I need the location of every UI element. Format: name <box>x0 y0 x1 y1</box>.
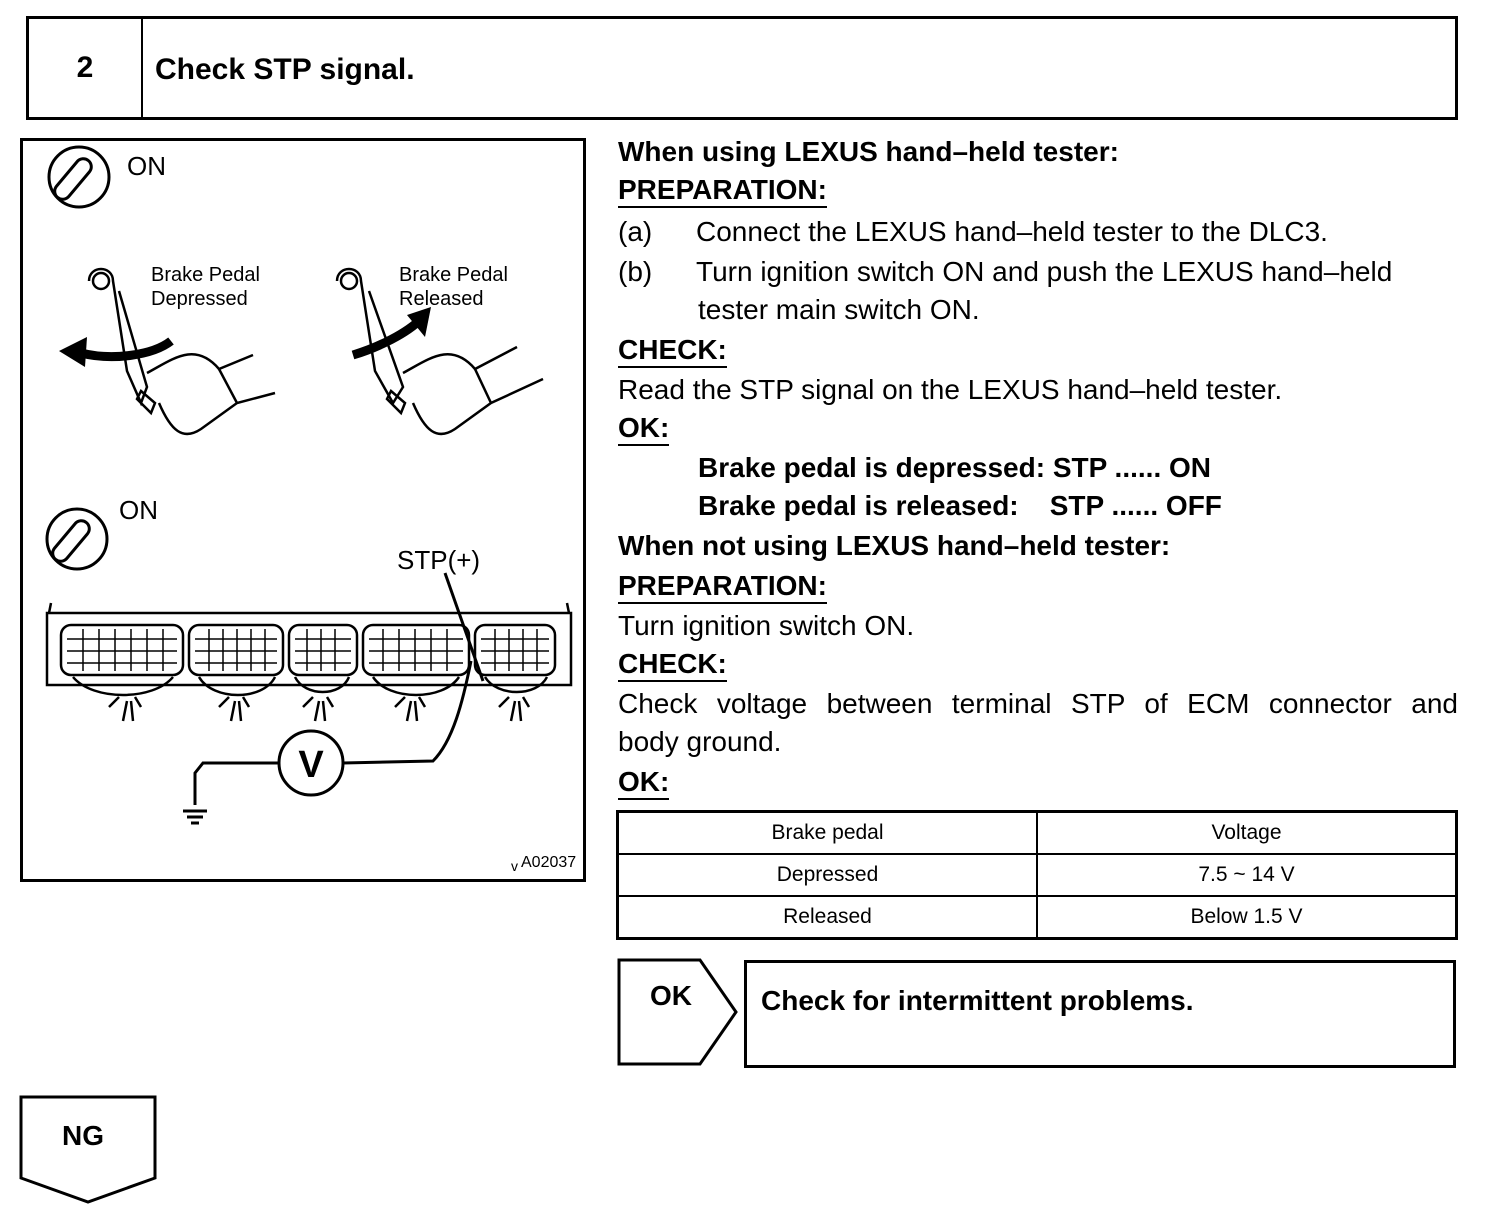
pedal-released-label-1: Brake Pedal <box>399 264 508 286</box>
step-b-label: (b) <box>618 256 653 287</box>
voltage-spec-table: Brake pedal Voltage Depressed 7.5 ~ 14 V… <box>616 810 1458 940</box>
tester-heading: When using LEXUS hand–held tester: <box>618 136 1119 167</box>
table-cell: Depressed <box>616 853 1038 897</box>
switch-on-label: ON <box>119 495 158 525</box>
ok-result-text: Check for intermittent problems. <box>761 985 1194 1016</box>
stp-terminal-label: STP(+) <box>397 545 480 575</box>
table-cell: 7.5 ~ 14 V <box>1036 853 1458 897</box>
check-heading: CHECK: <box>618 334 727 368</box>
ok-result-box: Check for intermittent problems. <box>744 960 1456 1068</box>
figure-code: A02037 <box>521 854 576 871</box>
pedal-depressed-label-1: Brake Pedal <box>151 264 260 286</box>
step-b-text-2: tester main switch ON. <box>698 294 980 325</box>
ignition-switch-icon <box>45 507 109 571</box>
pedal-released-label-2: Released <box>399 288 484 310</box>
no-tester-heading: When not using LEXUS hand–held tester: <box>618 530 1171 561</box>
table-header-cell: Brake pedal <box>616 810 1038 855</box>
step-a-label: (a) <box>618 216 653 247</box>
step-b: (b) Turn ignition switch ON and push the … <box>618 256 1392 288</box>
preparation-heading: PREPARATION: <box>618 174 827 208</box>
table-row: Depressed 7.5 ~ 14 V <box>616 853 1458 897</box>
table-row: Released Below 1.5 V <box>616 895 1458 940</box>
check-text: body ground. <box>618 726 782 757</box>
check-text: Check voltage between terminal STP of EC… <box>618 688 1458 719</box>
illustration-figure: ON Brake Pedal Depressed <box>20 138 586 882</box>
table-cell: Below 1.5 V <box>1036 895 1458 940</box>
ok-spec-line: Brake pedal is released: STP ...... OFF <box>698 490 1222 521</box>
step-number: 2 <box>29 19 143 117</box>
voltmeter-icon: V <box>277 729 345 797</box>
released-arrow-icon <box>351 307 431 360</box>
ok-heading: OK: <box>618 412 670 446</box>
pedal-depressed-label-2: Depressed <box>151 288 248 310</box>
table-header-cell: Voltage <box>1036 810 1458 855</box>
step-a-text: Connect the LEXUS hand–held tester to th… <box>696 216 1328 247</box>
ignition-switch-icon <box>47 145 111 209</box>
step-header: 2 Check STP signal. <box>26 16 1458 120</box>
diagram-drawing: ON Brake Pedal Depressed <box>45 145 576 874</box>
preparation-heading: PREPARATION: <box>618 570 827 604</box>
table-header-row: Brake pedal Voltage <box>616 810 1458 855</box>
ng-result-label: NG <box>62 1120 104 1151</box>
brake-pedal-depressed-icon <box>87 267 276 436</box>
check-text: Read the STP signal on the LEXUS hand–he… <box>618 374 1283 405</box>
ecm-connector-icon <box>45 602 573 722</box>
step-b-text: Turn ignition switch ON and push the LEX… <box>696 256 1393 287</box>
brake-pedal-released-icon <box>335 267 544 436</box>
depressed-arrow-icon <box>59 337 174 367</box>
figure-prefix: v <box>511 858 518 874</box>
switch-on-label: ON <box>127 151 166 181</box>
check-heading: CHECK: <box>618 648 727 682</box>
ok-spec-line: Brake pedal is depressed: STP ...... ON <box>698 452 1212 483</box>
preparation-text: Turn ignition switch ON. <box>618 610 915 641</box>
step-title: Check STP signal. <box>155 53 415 86</box>
step-a: (a) Connect the LEXUS hand–held tester to… <box>618 216 1328 248</box>
voltmeter-symbol: V <box>298 744 324 786</box>
ng-arrow-icon <box>19 1095 157 1204</box>
voltmeter-wiring <box>183 572 485 825</box>
table-cell: Released <box>616 895 1038 940</box>
ok-heading: OK: <box>618 766 670 800</box>
ok-result-label: OK <box>650 980 692 1011</box>
ok-arrow-icon <box>617 958 738 1066</box>
